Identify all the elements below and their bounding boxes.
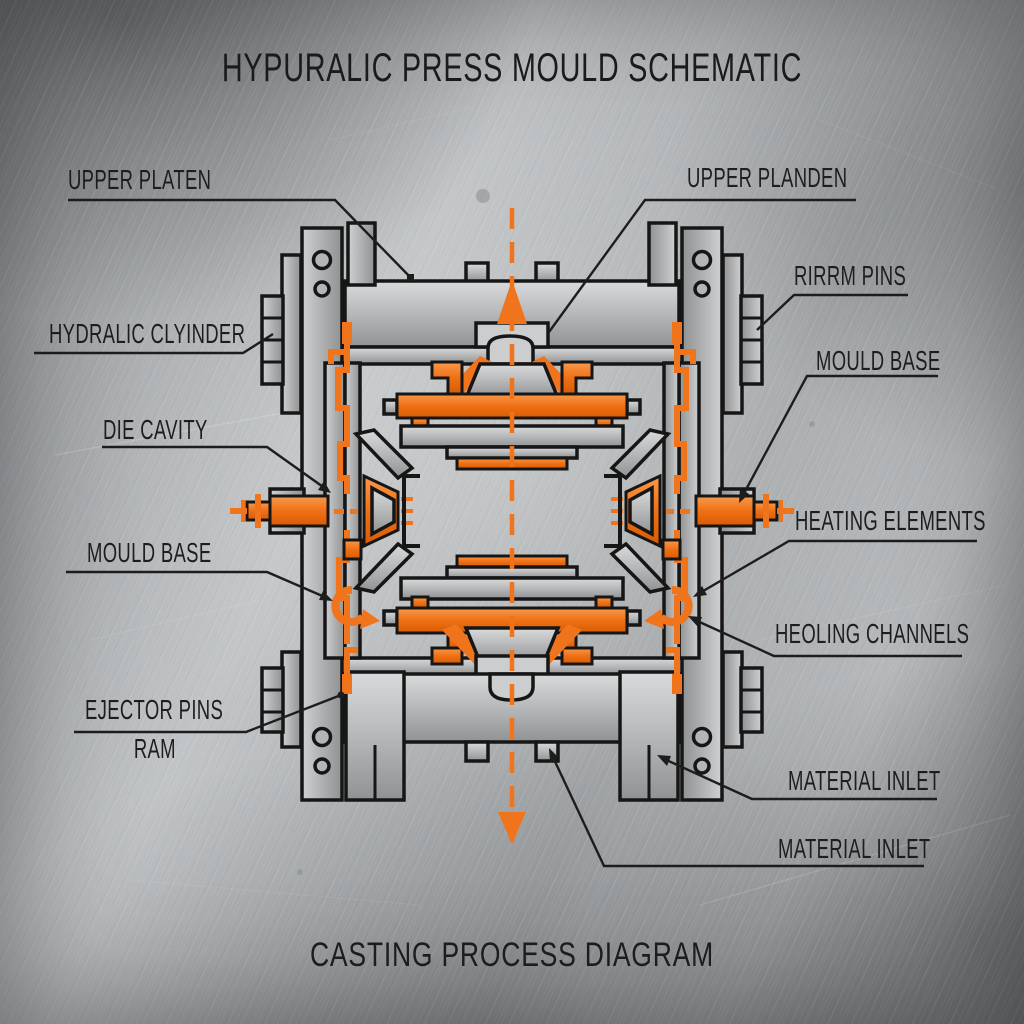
leader-rirrm-pins [756, 293, 908, 331]
injector-unit [230, 487, 358, 535]
callout-rirrm-pins: RIRRM PINS [794, 260, 907, 291]
page-title: HYPURALIC PRESS MOULD SCHEMATIC [221, 46, 803, 90]
callout-leader-lines [34, 198, 977, 868]
leader-hydralic-clyinder [34, 332, 274, 355]
leader-heating-elements [697, 539, 977, 596]
left-side-assembly [230, 221, 420, 802]
hydraulic-cylinder-block [260, 294, 285, 734]
heating-channel-line [328, 322, 358, 694]
leader-material-inlet-upper [661, 756, 937, 801]
upper-leg [346, 221, 377, 287]
page-caption: CASTING PROCESS DIAGRAM [309, 936, 715, 974]
callout-material-inlet-upper: MATERIAL INLET [788, 765, 941, 796]
leader-ejector-pins [74, 693, 342, 734]
callout-upper-platen: UPPER PLATEN [68, 164, 212, 195]
lower-leg [344, 670, 406, 802]
callout-material-inlet-lower: MATERIAL INLET [778, 833, 931, 864]
leader-dot [407, 274, 414, 281]
leader-upper-platen [68, 198, 413, 280]
scratch-marks [54, 107, 1011, 906]
flow-up-arrow-icon [497, 280, 527, 324]
leader-die-cavity [102, 445, 327, 490]
leader-heoling-channels [692, 617, 962, 658]
center-axis-line [497, 208, 527, 844]
ejector-pin-mark [342, 674, 352, 694]
callout-heoling-channels: HEOLING CHANNELS [775, 618, 970, 649]
side-gate [342, 428, 420, 594]
flow-down-arrow-icon [498, 812, 526, 844]
callout-hydralic-clyinder: HYDRALIC CLYINDER [49, 318, 246, 349]
leader-material-inlet-lower [549, 752, 924, 868]
callout-heating-elements: HEATING ELEMENTS [795, 505, 986, 536]
leader-mould-base-right [740, 374, 938, 498]
callout-mould-base-left: MOULD BASE [87, 537, 212, 568]
callout-die-cavity: DIE CAVITY [103, 414, 208, 445]
ejection-rotation-arrow-icon [331, 586, 380, 629]
callout-ejector-pins-ram: EJECTOR PINS RAM [85, 694, 224, 764]
callout-upper-planden: UPPER PLANDEN [687, 162, 848, 193]
callout-mould-base-right: MOULD BASE [816, 345, 941, 376]
leader-mould-base-left [66, 570, 328, 600]
leader-upper-planden [548, 198, 856, 333]
